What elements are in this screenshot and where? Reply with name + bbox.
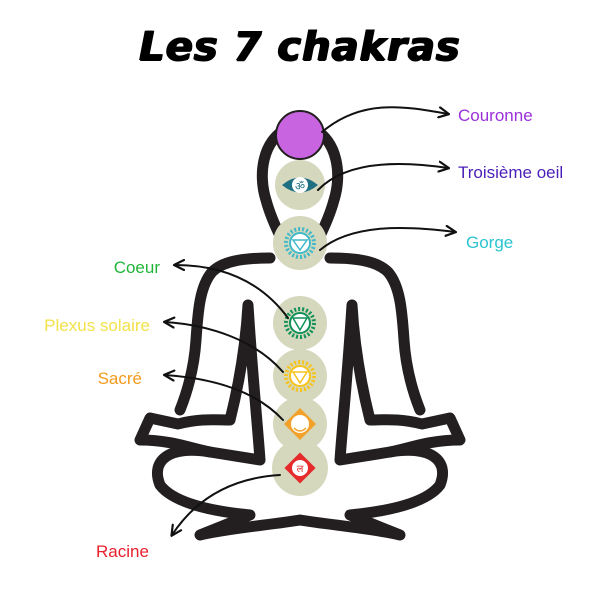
label-plexus-solaire: Plexus solaire <box>44 316 150 335</box>
body-outline <box>134 122 466 541</box>
arrow-troisieme-oeil <box>317 164 448 191</box>
label-couronne: Couronne <box>458 106 533 125</box>
right-arm-outline <box>334 299 466 466</box>
shoulders-outline <box>174 252 276 416</box>
arrow-couronne <box>321 106 448 133</box>
pointer-arrows <box>165 106 455 535</box>
arrow-plexus <box>165 322 284 373</box>
legs-outline <box>152 444 448 541</box>
label-racine: Racine <box>96 542 149 561</box>
label-coeur: Coeur <box>113 258 160 277</box>
arrow-coeur <box>175 265 289 319</box>
heart-chakra-icon <box>284 307 316 339</box>
crown-chakra-disc <box>275 110 325 160</box>
sacral-chakra-icon <box>284 408 316 440</box>
arrow-gorge <box>319 228 455 251</box>
left-arm-outline <box>134 299 266 466</box>
arrow-racine <box>172 474 281 535</box>
throat-chakra-icon <box>284 227 316 259</box>
third-eye-chakra-icon: ॐ <box>282 177 318 193</box>
arrow-sacre <box>165 375 284 421</box>
label-gorge: Gorge <box>466 233 514 252</box>
svg-text:ॐ: ॐ <box>295 180 305 193</box>
diagram-title: Les 7 chakras <box>139 24 461 70</box>
head-outline <box>256 122 294 246</box>
root-chakra-icon: ल <box>284 452 316 484</box>
label-troisieme-oeil: Troisième oeil <box>458 163 564 182</box>
solar-plexus-chakra-icon <box>284 360 316 392</box>
label-sacre: Sacré <box>97 369 142 388</box>
svg-text:ल: ल <box>297 464 304 475</box>
